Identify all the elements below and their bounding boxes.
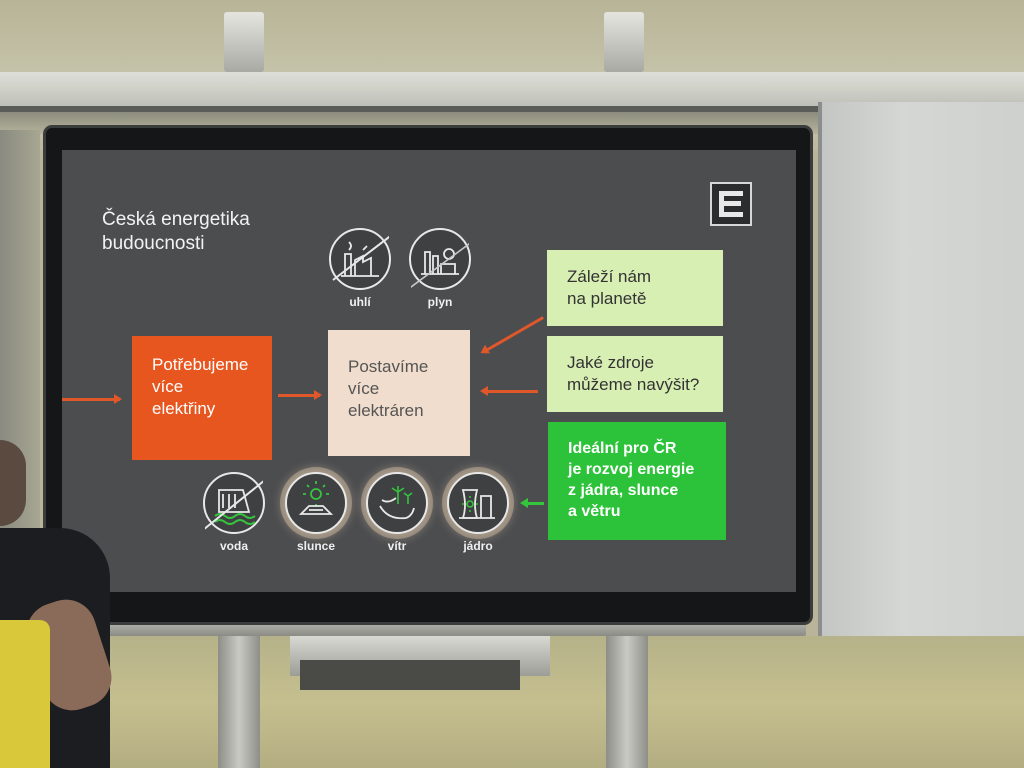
stand-leg	[218, 636, 260, 768]
yellow-vest	[0, 620, 50, 768]
sun-label: slunce	[296, 539, 335, 553]
nuclear-label: jádro	[463, 539, 493, 553]
coal-label: uhlí	[349, 295, 371, 309]
which-sources-box: Jaké zdroje můžeme navýšit?	[547, 336, 723, 412]
sun-item: slunce	[280, 472, 352, 553]
wind-item: vítr	[361, 472, 433, 553]
arrow-planet-to-build	[485, 316, 544, 352]
ceiling-bracket	[224, 12, 264, 72]
arrow-in-left	[62, 394, 122, 404]
nuclear-item: jádro	[442, 472, 514, 553]
presentation-screen: Česká energetika budoucnosti uhlí	[62, 150, 796, 592]
gas-item: plyn	[404, 228, 476, 309]
need-more-electricity-box: Potřebujeme více elektřiny	[132, 336, 272, 460]
gas-label: plyn	[427, 295, 453, 309]
stand-leg	[606, 636, 648, 768]
arrow-need-to-build	[278, 390, 322, 400]
whiteboard-right	[818, 102, 1024, 636]
water-item: voda	[198, 472, 270, 553]
gas-plant-icon	[409, 228, 471, 290]
solar-panel-icon	[285, 472, 347, 534]
planet-matters-box: Záleží nám na planetě	[547, 250, 723, 326]
shelf-device	[300, 660, 520, 690]
monitor-tray	[88, 618, 806, 636]
ceiling-bracket	[604, 12, 644, 72]
presenter-head	[0, 440, 26, 526]
build-more-plants-box: Postavíme více elektráren	[328, 330, 470, 456]
wind-label: vítr	[387, 539, 407, 553]
ideal-for-cr-box: Ideální pro ČR je rozvoj energie z jádra…	[548, 422, 726, 540]
wind-turbine-icon	[366, 472, 428, 534]
water-label: voda	[219, 539, 248, 553]
nuclear-plant-icon	[447, 472, 509, 534]
coal-item: uhlí	[324, 228, 396, 309]
hydro-dam-icon	[203, 472, 265, 534]
arrow-sources-to-build	[480, 386, 538, 396]
cez-logo-icon	[710, 182, 752, 226]
coal-plant-icon	[329, 228, 391, 290]
slide-title: Česká energetika budoucnosti	[102, 209, 250, 254]
arrow-ideal-to-icons	[520, 498, 544, 508]
